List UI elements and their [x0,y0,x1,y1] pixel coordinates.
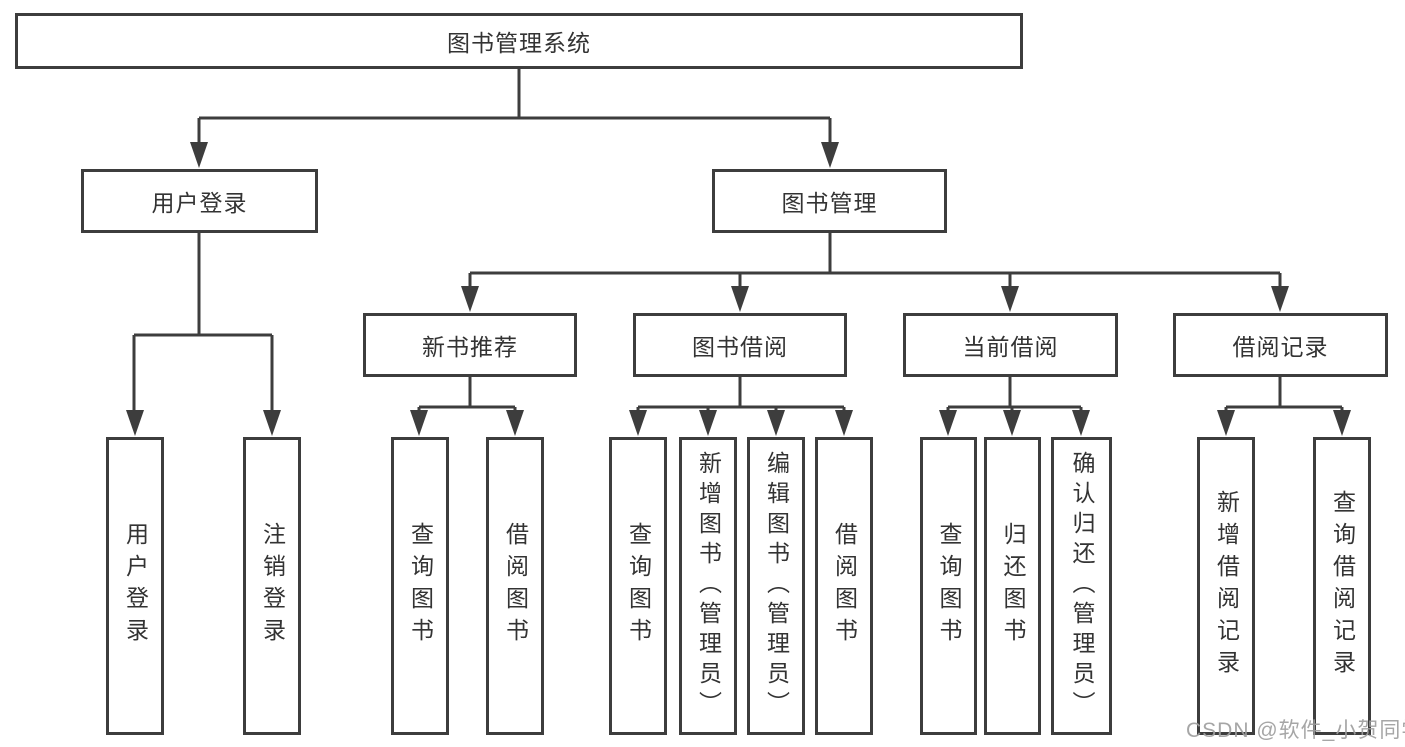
leaf-query-books-current: 查询图书 [920,437,977,735]
node-user-login-label: 用户登录 [151,190,248,216]
leaf-return-book-label: 归还图书 [1000,522,1026,650]
node-user-login: 用户登录 [81,169,318,233]
node-root-label: 图书管理系统 [447,30,591,56]
node-book-borrow: 图书借阅 [633,313,847,377]
leaf-query-books-borrow-label: 查询图书 [625,522,652,650]
leaf-query-books-borrow: 查询图书 [609,437,667,735]
connector-borrow-records-split [1224,375,1344,413]
leaf-query-books-recommend: 查询图书 [391,437,449,735]
leaf-edit-book-admin-label: 编辑图书（管理员） [763,451,790,721]
leaf-add-book-admin: 新增图书（管理员） [679,437,737,735]
node-current-borrow: 当前借阅 [903,313,1118,377]
leaf-borrow-books-borrow: 借阅图书 [815,437,873,735]
node-book-management-label: 图书管理 [781,190,878,216]
leaf-edit-book-admin: 编辑图书（管理员） [747,437,805,735]
connector-book-borrow-split [636,375,846,413]
leaf-user-login-label: 用户登录 [122,522,149,650]
watermark: CSDN @软件_小贺同学 [1186,719,1405,742]
leaf-return-book: 归还图书 [984,437,1041,735]
connector-current-borrow-split [946,375,1083,413]
node-borrow-records: 借阅记录 [1173,313,1388,377]
node-root: 图书管理系统 [15,13,1023,69]
node-new-book-recommend-label: 新书推荐 [422,334,518,360]
leaf-logout-label: 注销登录 [259,522,286,650]
leaf-confirm-return-admin: 确认归还（管理员） [1051,437,1112,735]
leaf-query-borrow-record: 查询借阅记录 [1313,437,1371,735]
leaf-add-borrow-record: 新增借阅记录 [1197,437,1255,735]
leaf-confirm-return-admin-label: 确认归还（管理员） [1069,451,1095,721]
leaf-query-books-recommend-label: 查询图书 [407,522,434,650]
leaf-query-books-current-label: 查询图书 [936,522,962,650]
leaf-borrow-books-borrow-label: 借阅图书 [831,522,858,650]
leaf-logout: 注销登录 [243,437,301,735]
node-borrow-records-label: 借阅记录 [1232,334,1329,360]
connector-new-book-split [417,375,517,413]
leaf-borrow-books-recommend: 借阅图书 [486,437,544,735]
connector-book-mgmt-split [468,231,1282,289]
leaf-add-book-admin-label: 新增图书（管理员） [695,451,722,721]
node-current-borrow-label: 当前借阅 [962,334,1059,360]
node-new-book-recommend: 新书推荐 [363,313,577,377]
leaf-add-borrow-record-label: 新增借阅记录 [1213,490,1240,682]
leaf-user-login: 用户登录 [106,437,164,735]
node-book-management: 图书管理 [712,169,947,233]
leaf-borrow-books-recommend-label: 借阅图书 [502,522,529,650]
connector-root-stem [197,66,832,145]
connector-user-login-split [132,231,274,413]
node-book-borrow-label: 图书借阅 [692,334,788,360]
leaf-query-borrow-record-label: 查询借阅记录 [1329,490,1356,682]
